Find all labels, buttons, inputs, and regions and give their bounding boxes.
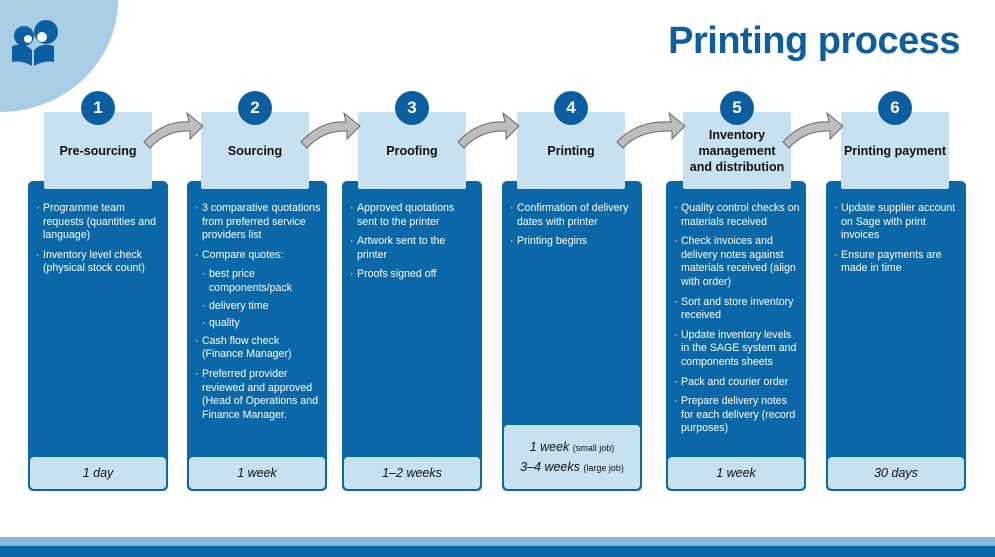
step-column-2: 3 comparative quotations from preferred … — [187, 181, 327, 491]
step-item: Quality control checks on materials rece… — [674, 202, 801, 229]
step-item: Compare quotes: — [195, 249, 322, 263]
step-number-badge: 5 — [720, 91, 754, 125]
step-item: Inventory level check (physical stock co… — [36, 249, 163, 276]
step-item: Sort and store inventory received — [674, 296, 801, 323]
step-items: Programme team requests (quantities and … — [30, 202, 166, 282]
duration-value: 3–4 weeks — [520, 460, 580, 474]
step-number-badge: 2 — [238, 91, 272, 125]
step-item: Approved quotations sent to the printer — [350, 202, 477, 229]
step-duration: 1 day — [30, 457, 166, 489]
step-item: 3 comparative quotations from preferred … — [195, 202, 322, 243]
step-duration: 1 week — [189, 457, 325, 489]
step-number-badge: 4 — [554, 91, 588, 125]
duration-line: 3–4 weeks (large job) — [520, 460, 624, 474]
step-column-5: Quality control checks on materials rece… — [666, 181, 806, 491]
step-duration: 1 week — [668, 457, 804, 489]
step-item: Ensure payments are made in time — [834, 249, 961, 276]
duration-note: (small job) — [572, 443, 615, 453]
step-duration: 1 week (small job) 3–4 weeks (large job) — [504, 425, 640, 489]
arrow-right-icon — [457, 111, 520, 149]
step-item: Check invoices and delivery notes agains… — [674, 235, 801, 289]
step-item: Confirmation of delivery dates with prin… — [510, 202, 637, 229]
step-item: Programme team requests (quantities and … — [36, 202, 163, 243]
step-item: Cash flow check (Finance Manager) — [195, 335, 322, 362]
step-items: Quality control checks on materials rece… — [668, 202, 804, 442]
footer-strip-light — [0, 537, 995, 546]
step-number-badge: 1 — [81, 91, 115, 125]
step-item: Prepare delivery notes for each delivery… — [674, 395, 801, 436]
arrow-right-icon — [782, 111, 844, 149]
step-duration: 30 days — [828, 457, 964, 489]
step-item: delivery time — [202, 300, 322, 314]
step-items: Confirmation of delivery dates with prin… — [504, 202, 640, 255]
footer-strip-dark — [0, 546, 995, 557]
step-item: Artwork sent to the printer — [350, 235, 477, 262]
readers-logo-icon — [12, 20, 58, 66]
step-number-badge: 3 — [395, 91, 429, 125]
duration-value: 1 week — [529, 440, 570, 454]
step-item: Pack and courier order — [674, 376, 801, 390]
page-title: Printing process — [668, 20, 960, 62]
step-item: Update supplier account on Sage with pri… — [834, 202, 961, 243]
step-duration: 1–2 weeks — [344, 457, 480, 489]
arrow-right-icon — [616, 111, 686, 149]
step-item: Update inventory levels in the SAGE syst… — [674, 329, 801, 370]
arrow-right-icon — [143, 111, 204, 149]
arrow-right-icon — [300, 111, 361, 149]
step-column-3: Approved quotations sent to the printerA… — [342, 181, 482, 491]
step-column-6: Update supplier account on Sage with pri… — [826, 181, 966, 491]
step-item: Printing begins — [510, 235, 637, 249]
flow-arrows — [143, 111, 844, 149]
step-column-4: Confirmation of delivery dates with prin… — [502, 181, 642, 491]
step-number-badge: 6 — [878, 91, 912, 125]
step-title: Pre-sourcing — [44, 112, 152, 189]
step-item: quality — [202, 317, 322, 331]
duration-line: 1 week (small job) — [530, 440, 615, 454]
step-item: Proofs signed off — [350, 268, 477, 282]
step-items: Approved quotations sent to the printerA… — [344, 202, 480, 288]
step-item: best price components/pack — [202, 268, 322, 295]
step-column-1: Programme team requests (quantities and … — [28, 181, 168, 491]
duration-note: (large job) — [583, 463, 624, 473]
step-item: Preferred provider reviewed and approved… — [195, 368, 322, 422]
step-items: Update supplier account on Sage with pri… — [828, 202, 964, 282]
step-items: 3 comparative quotations from preferred … — [189, 202, 325, 428]
